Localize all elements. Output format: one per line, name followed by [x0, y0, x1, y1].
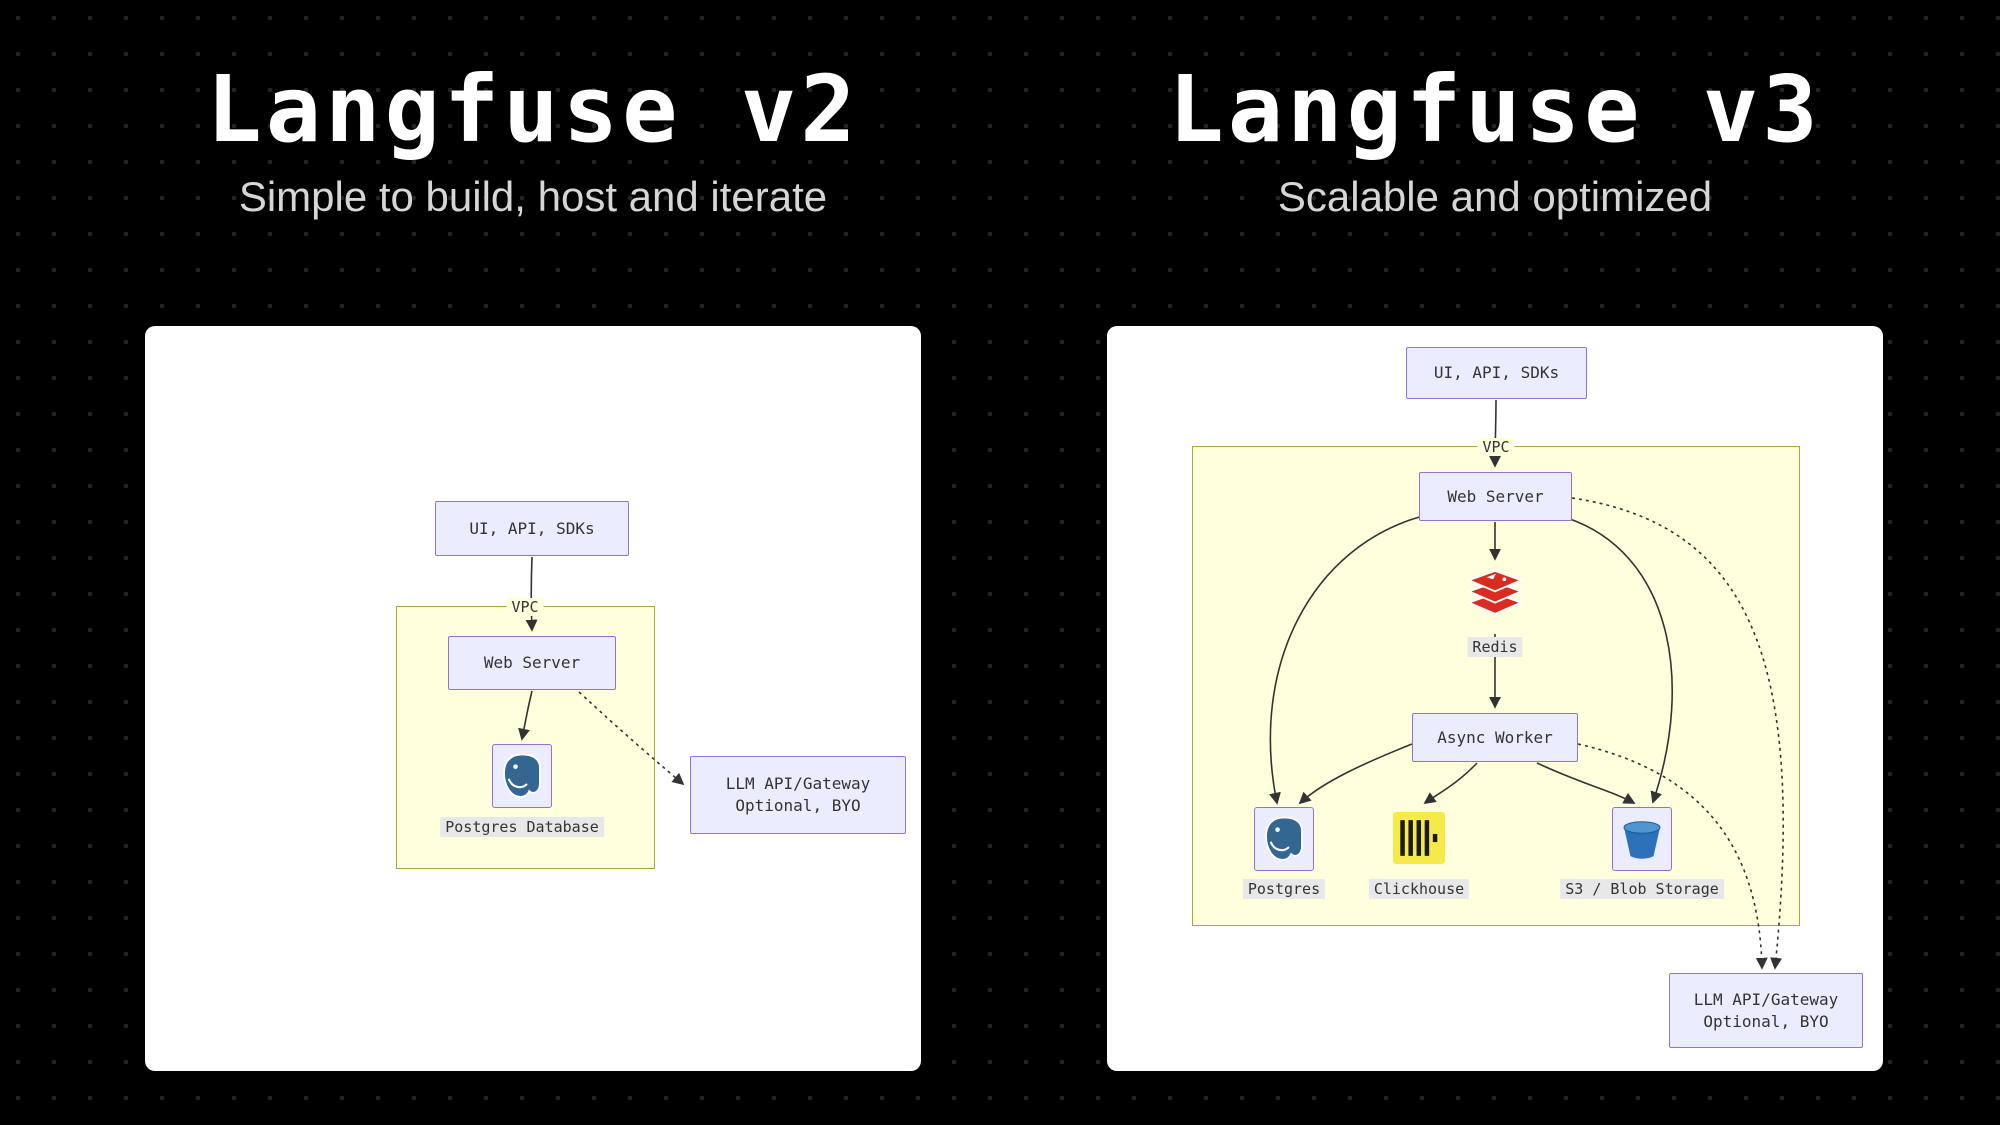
v3-node-webserver-label: Web Server	[1447, 486, 1544, 506]
v2-header: Langfuse v2 Simple to build, host and it…	[145, 56, 921, 221]
v3-redis-node	[1459, 565, 1531, 629]
v3-s3-label: S3 / Blob Storage	[1560, 879, 1724, 899]
v3-postgres-node	[1254, 807, 1314, 871]
v3-node-ui-label: UI, API, SDKs	[1433, 363, 1560, 383]
postgres-icon	[503, 753, 541, 798]
v2-node-llm-line1: LLM API/Gateway	[725, 774, 871, 794]
v3-postgres-label: Postgres	[1242, 879, 1326, 899]
v2-postgres-label: Postgres Database	[440, 817, 604, 837]
redis-icon	[1466, 569, 1524, 615]
v3-redis-label: Redis	[1467, 637, 1523, 657]
v3-node-llm: LLM API/Gateway Optional, BYO	[1669, 973, 1863, 1048]
v2-node-llm: LLM API/Gateway Optional, BYO	[690, 756, 906, 834]
v2-vpc-label: VPC	[506, 598, 544, 616]
v3-node-llm-line2: Optional, BYO	[1703, 1011, 1829, 1031]
v3-clickhouse-label: Clickhouse	[1368, 879, 1470, 899]
v3-node-webserver: Web Server	[1419, 472, 1572, 521]
v3-diagram-card: VPC UI, API, SDKs Web Server	[1107, 326, 1883, 1071]
v2-node-webserver: Web Server	[448, 636, 616, 690]
v2-node-webserver-label: Web Server	[483, 653, 581, 673]
clickhouse-icon	[1393, 812, 1445, 864]
postgres-icon	[1265, 816, 1303, 861]
s3-bucket-icon	[1623, 821, 1661, 859]
v3-s3-node	[1612, 807, 1672, 871]
v3-node-ui: UI, API, SDKs	[1406, 347, 1587, 399]
v2-node-ui: UI, API, SDKs	[435, 501, 629, 556]
v3-node-asyncworker-label: Async Worker	[1437, 727, 1553, 747]
v3-subtitle: Scalable and optimized	[1277, 172, 1713, 220]
v3-node-asyncworker: Async Worker	[1412, 713, 1578, 762]
v3-title: Langfuse v3	[1168, 56, 1822, 163]
v2-diagram-card: VPC UI, API, SDKs Web Server Postgres Da…	[145, 326, 921, 1071]
v3-clickhouse-node	[1390, 809, 1448, 867]
v3-node-llm-line1: LLM API/Gateway	[1693, 989, 1839, 1009]
v2-node-ui-label: UI, API, SDKs	[469, 518, 595, 538]
v2-title: Langfuse v2	[206, 56, 860, 163]
v3-header: Langfuse v3 Scalable and optimized	[1107, 56, 1883, 221]
v2-postgres-node	[492, 744, 552, 808]
v2-node-llm-line2: Optional, BYO	[735, 796, 861, 815]
v2-subtitle: Simple to build, host and iterate	[238, 172, 828, 220]
v3-vpc-label: VPC	[1477, 438, 1515, 456]
